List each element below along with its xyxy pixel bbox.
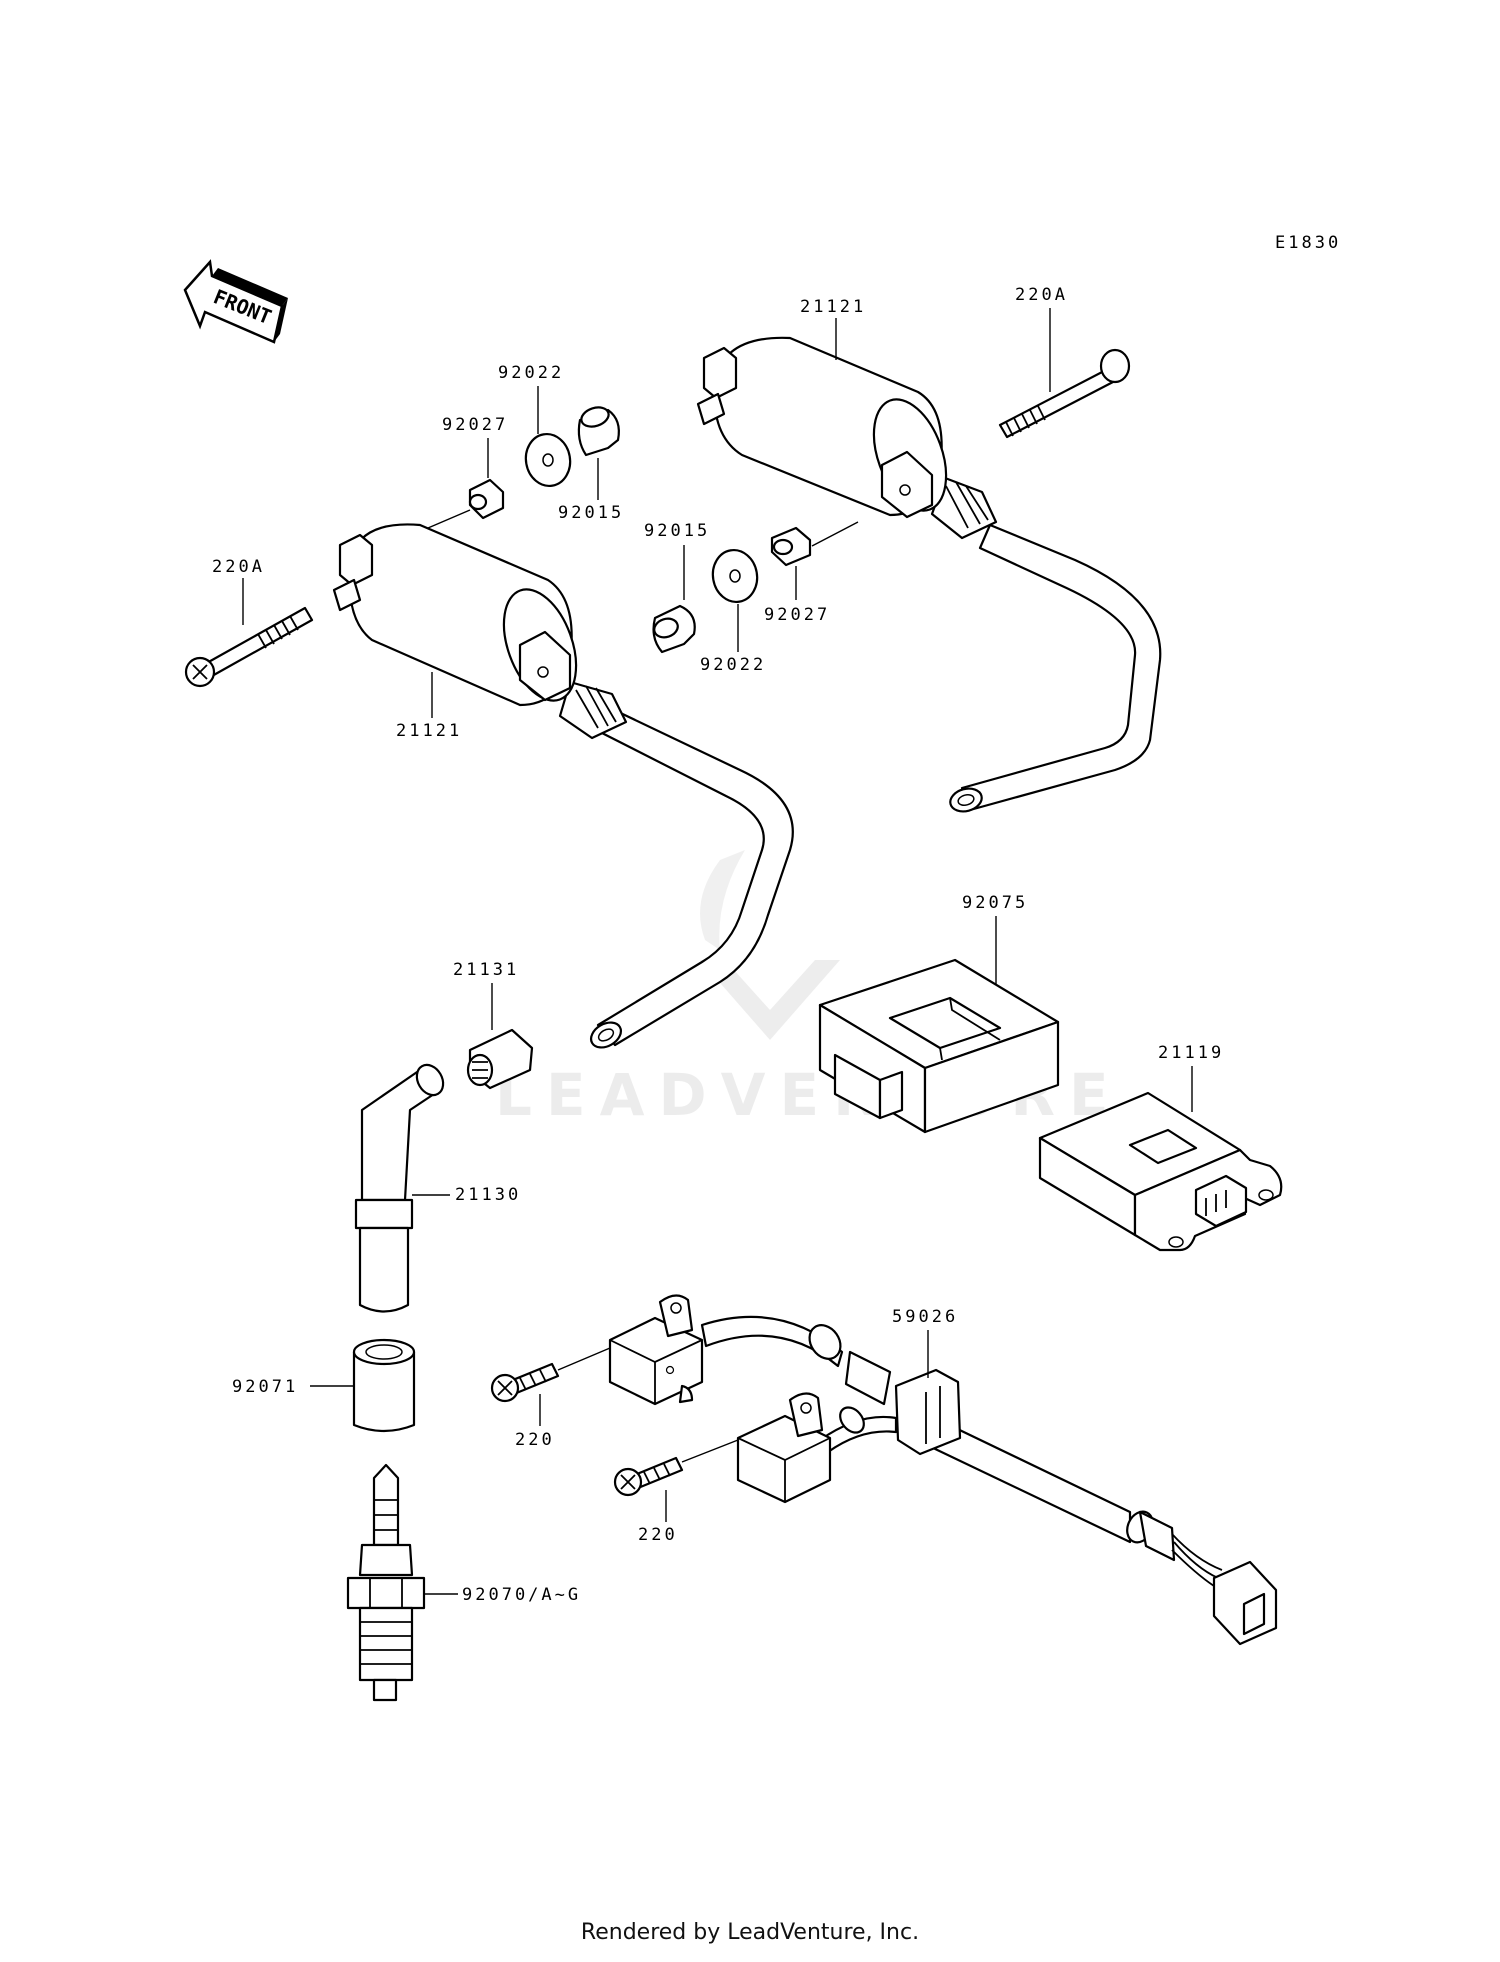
label-21130: 21130 [455, 1185, 521, 1205]
grommet-92015-left [577, 406, 620, 457]
cap-21131 [466, 1028, 534, 1090]
label-21131: 21131 [453, 960, 519, 980]
label-spark-plug: 92070/A~G [462, 1585, 581, 1605]
label-92022-right: 92022 [700, 655, 766, 675]
washer-92022-right [711, 549, 759, 603]
plug-cap-21130 [354, 1063, 445, 1313]
front-arrow-icon: FRONT [183, 259, 288, 344]
label-92015-left: 92015 [558, 503, 624, 523]
label-92071: 92071 [232, 1377, 298, 1397]
label-coil-right: 21121 [800, 297, 866, 317]
spark-plug [346, 1463, 426, 1702]
label-92027-left: 92027 [442, 415, 508, 435]
label-92015-right: 92015 [644, 521, 710, 541]
label-92075: 92075 [962, 893, 1028, 913]
screw-220-a [490, 1362, 560, 1403]
label-92022-left: 92022 [498, 363, 564, 383]
label-bolt-220a-left: 220A [212, 557, 265, 577]
boot-92071 [352, 1338, 416, 1433]
footer-rendered-by: Rendered by LeadVenture, Inc. [580, 1920, 920, 1945]
washer-92022-left [524, 433, 572, 487]
label-screw-220-a: 220 [515, 1430, 555, 1450]
ignition-coil-right [696, 336, 1162, 813]
igniter-21119 [1038, 1091, 1283, 1252]
label-coil-left: 21121 [396, 721, 462, 741]
label-92027-right: 92027 [764, 605, 830, 625]
igniter-92075 [818, 958, 1060, 1134]
screw-220-b [613, 1456, 684, 1497]
collar-92027-right [770, 526, 812, 567]
grommet-92015-right [652, 604, 696, 654]
bolt-220a-right [998, 348, 1131, 439]
pickup-coil-59026 [608, 1294, 1278, 1646]
label-59026: 59026 [892, 1307, 958, 1327]
collar-92027-left [468, 478, 505, 520]
label-21119: 21119 [1158, 1043, 1224, 1063]
ignition-coil-left [332, 523, 794, 1049]
label-screw-220-b: 220 [638, 1525, 678, 1545]
diagram-code: E1830 [1275, 233, 1341, 253]
bolt-220a-left [184, 606, 314, 688]
label-bolt-220a-right: 220A [1015, 285, 1068, 305]
